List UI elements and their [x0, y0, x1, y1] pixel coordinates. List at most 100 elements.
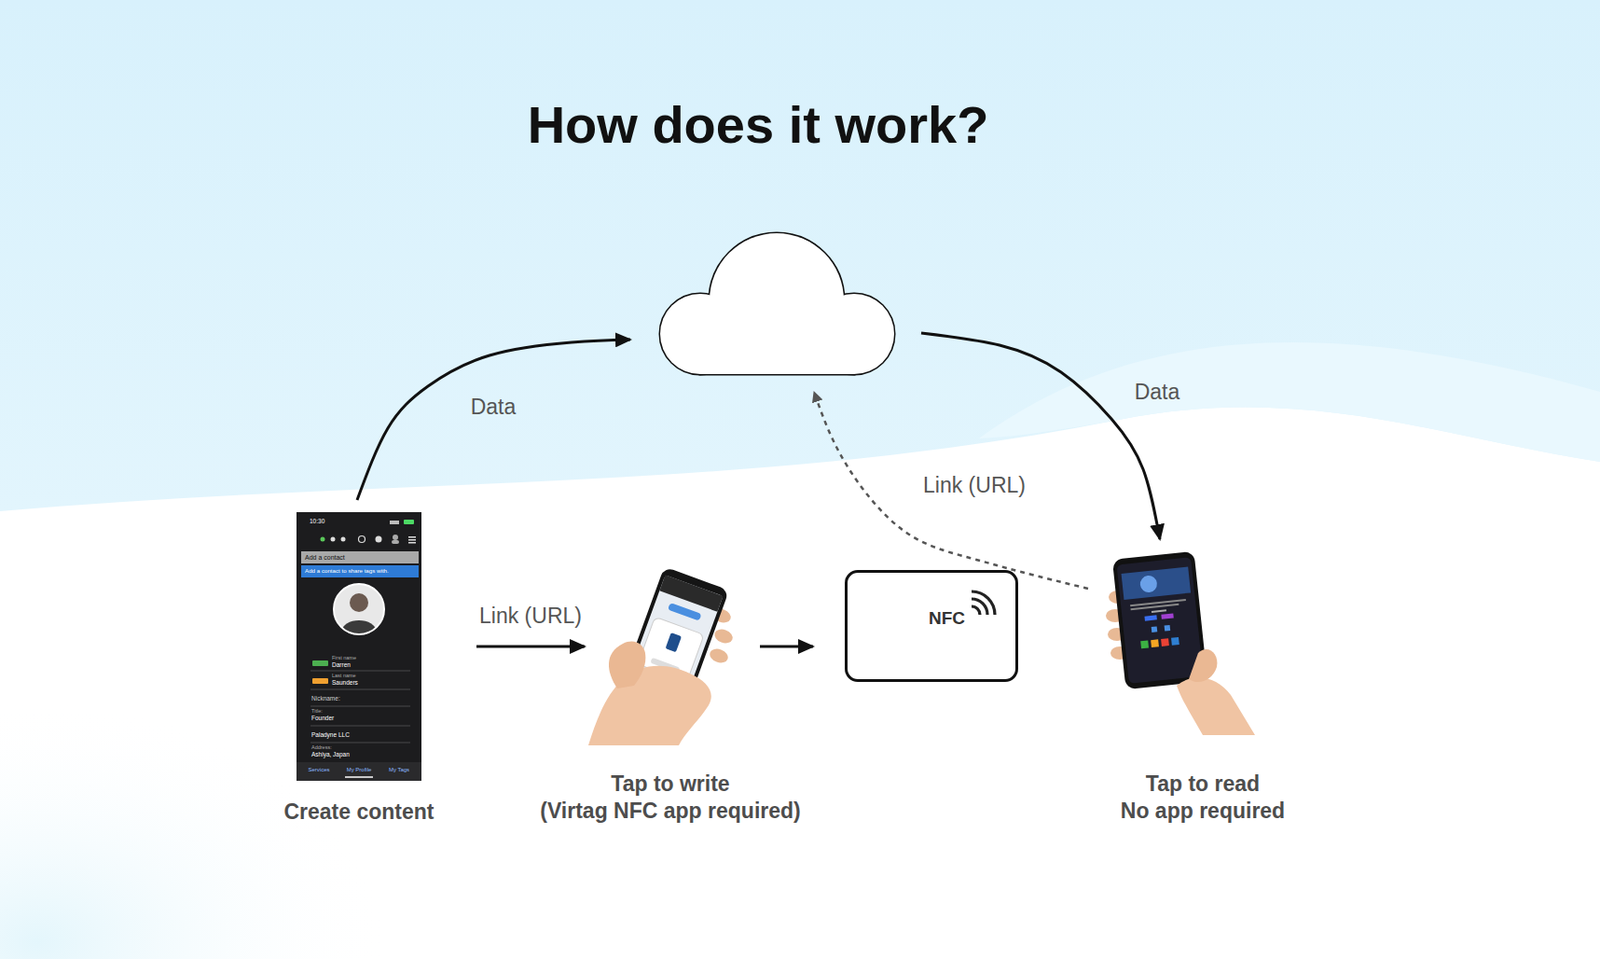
step-caption: Create content	[283, 798, 434, 826]
connector-label: Link (URL)	[923, 472, 1026, 499]
cloud-outline	[700, 324, 855, 374]
content-phone: Create content	[296, 511, 422, 781]
connector-label: Data	[470, 394, 517, 421]
tag-text-group: NFC	[928, 607, 966, 630]
step-caption: Tap to read	[1120, 770, 1285, 798]
app-screenshot-part	[391, 539, 400, 544]
screen-text: Darren	[331, 662, 351, 669]
page-title: How does it work?	[527, 93, 990, 156]
read-phone-in-hand-part-part	[1144, 614, 1157, 621]
screen-text: Title:	[311, 708, 323, 715]
app-screenshot-part	[310, 705, 411, 707]
read-phone-in-hand-part-part	[1140, 639, 1149, 649]
app-screenshot-part-part	[349, 593, 369, 612]
screen-text: Address:	[311, 744, 332, 751]
screen-text: Paladyne LLC	[311, 731, 350, 739]
app-screenshot-part	[312, 660, 329, 666]
nfc-wave	[971, 591, 995, 615]
app-screenshot-part	[301, 551, 419, 564]
app-screenshot	[296, 511, 422, 781]
write-phone-in-hand-part	[712, 626, 735, 646]
link-arrow	[476, 645, 585, 649]
read-phone-in-hand-part	[1176, 676, 1256, 735]
screen-text: Last name	[331, 673, 357, 679]
write-phone: Tap to write(Virtag NFC app required)	[588, 573, 727, 745]
app-screenshot-part	[358, 536, 366, 543]
step-caption: Tap to write	[539, 770, 800, 798]
connector-label: Data	[1134, 379, 1181, 406]
app-screenshot-part	[408, 536, 416, 538]
app-screenshot-part	[310, 670, 411, 672]
caption-group: Create content	[283, 798, 434, 826]
cloud-outline	[700, 324, 855, 374]
app-screenshot-part	[301, 565, 419, 578]
app-screenshot-part	[296, 761, 422, 781]
dashed-link-arrow	[813, 391, 1089, 589]
write-phone-in-hand-part	[608, 641, 646, 689]
screen-text: My Tags	[388, 766, 410, 773]
sky-wave	[0, 0, 1600, 511]
screen-text: Services	[307, 766, 330, 773]
read-phone-in-hand	[1105, 551, 1256, 735]
read-phone-in-hand-part	[1188, 648, 1217, 682]
screen-text: 10:30	[309, 518, 325, 525]
write-phone-in-hand-part	[707, 646, 731, 665]
data-arrow	[921, 332, 1160, 539]
app-screenshot-part	[408, 541, 416, 544]
cloud-outline	[660, 233, 895, 374]
read-phone-in-hand-part-part	[1130, 598, 1187, 607]
app-screenshot-part-part	[342, 620, 376, 641]
cloud-outline	[660, 233, 895, 374]
cloud-outline	[658, 231, 897, 376]
app-screenshot-part	[389, 520, 400, 525]
write-phone-in-hand-part-part	[667, 602, 703, 621]
caption-group: Tap to write(Virtag NFC app required)	[539, 770, 800, 825]
nfc-tag: NFC	[844, 569, 1019, 682]
nfc-waves	[847, 572, 1006, 679]
write-phone-in-hand-part-part	[665, 632, 682, 652]
read-phone-in-hand-part-part	[1151, 625, 1159, 633]
app-screenshot-part	[408, 538, 416, 541]
connector-label: Link (URL)	[479, 603, 582, 630]
cloud-shape	[658, 231, 897, 376]
read-phone: Tap to readNo app required	[1109, 559, 1256, 735]
read-phone-in-hand-part-part	[1171, 636, 1180, 646]
app-screenshot-part	[310, 725, 411, 727]
read-phone-in-hand-part-part	[1151, 608, 1167, 613]
app-screenshot-part	[310, 689, 411, 690]
step-caption: (Virtag NFC app required)	[539, 797, 800, 825]
screen-text: Add a contact to share tags with.	[304, 567, 389, 574]
nfc-wave	[971, 598, 988, 615]
app-screenshot-part	[344, 775, 373, 778]
write-arrow	[759, 645, 814, 649]
screen-text: Founder	[311, 715, 334, 722]
screen-text: Add a contact	[304, 553, 345, 561]
screen-text: Saunders	[331, 679, 359, 687]
app-screenshot-part	[331, 537, 336, 542]
screen-text: Nickname:	[311, 695, 341, 703]
light-wave	[979, 342, 1600, 462]
screen-text: First name	[331, 655, 357, 662]
app-screenshot-part	[375, 536, 383, 543]
read-phone-in-hand-part-part	[1117, 556, 1204, 684]
read-phone-in-hand-part-part	[1130, 603, 1179, 610]
screen-text: My Profile	[346, 766, 373, 773]
app-screenshot-part	[341, 537, 346, 542]
step-caption: No app required	[1120, 797, 1285, 825]
app-screenshot-part	[320, 537, 326, 542]
data-arrow	[357, 339, 631, 500]
read-phone-in-hand-part-part	[1139, 574, 1159, 594]
app-screenshot-part	[296, 511, 422, 781]
app-screenshot-part	[312, 677, 329, 684]
app-screenshot-part	[392, 534, 399, 540]
write-phone-in-hand-part	[588, 665, 712, 745]
read-phone-in-hand-part-part	[1160, 612, 1173, 619]
app-screenshot-part	[310, 742, 411, 744]
read-phone-in-hand-part-part	[1121, 566, 1192, 600]
caption-group: Tap to readNo app required	[1120, 770, 1285, 825]
write-phone-in-hand	[588, 565, 735, 745]
app-screenshot-part	[342, 593, 376, 641]
read-phone-in-hand-part-part	[1164, 624, 1172, 632]
tag-label: NFC	[928, 607, 966, 630]
